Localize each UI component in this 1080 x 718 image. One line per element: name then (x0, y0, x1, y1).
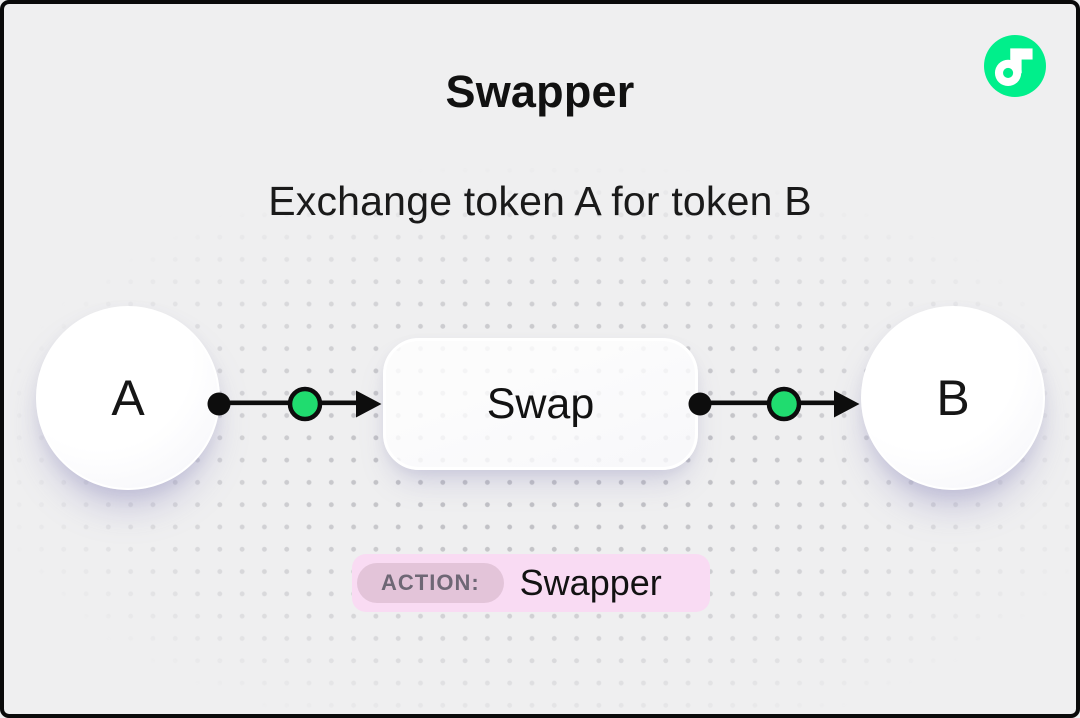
page-title: Swapper (445, 66, 635, 117)
flow-logo-icon (984, 35, 1046, 97)
action-badge: ACTION: Swapper (352, 554, 710, 612)
swap-node: Swap (383, 338, 698, 470)
swap-label: Swap (486, 379, 595, 428)
token-b-node: B (861, 306, 1045, 490)
action-label: ACTION: (381, 570, 480, 595)
token-b-label: B (936, 370, 970, 426)
page-subtitle: Exchange token A for token B (268, 178, 812, 224)
token-a-node: A (36, 306, 220, 490)
token-a-label: A (111, 370, 145, 426)
action-label-pill: ACTION: (357, 563, 504, 603)
action-value: Swapper (519, 562, 662, 603)
